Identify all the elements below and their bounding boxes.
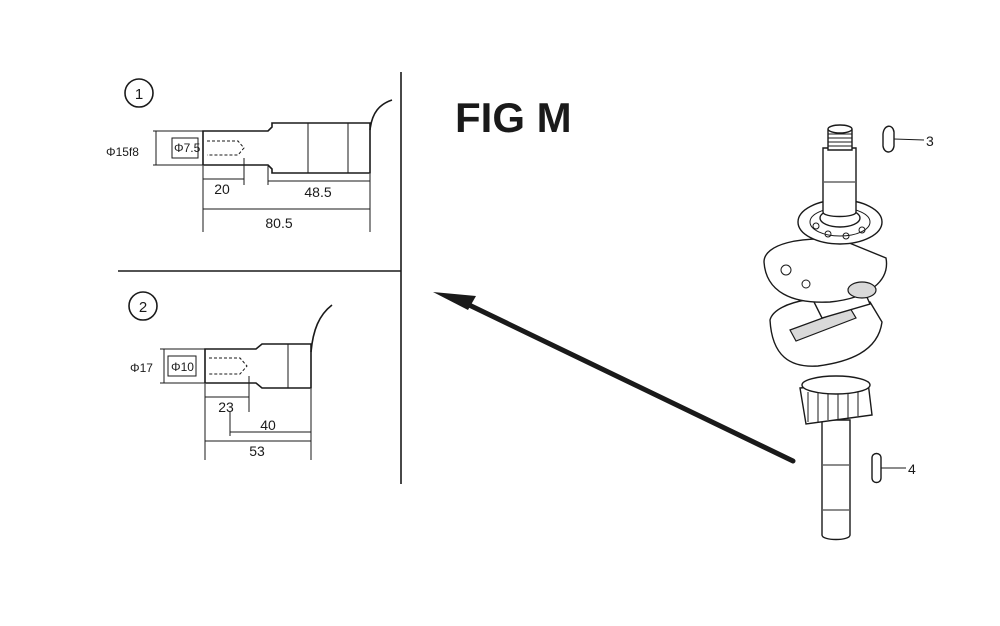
detail-2: 2 Φ17 Φ10 23 40 53 [128, 291, 333, 460]
detail-2-number-circle [128, 291, 158, 321]
figure-title: FIG M [455, 94, 572, 141]
crankshaft-illustration [763, 124, 888, 541]
detail-1-outer-diameter: Φ15f8 [106, 145, 139, 159]
pointer-arrow [433, 292, 796, 464]
callout-4: 4 [908, 461, 916, 477]
part-3-key: 3 [882, 125, 934, 153]
detail-1-shaft [202, 99, 393, 174]
detail-1: 1 Φ15f8 Φ7.5 20 48.5 80.5 [106, 78, 393, 232]
detail-2-dim-total: 53 [249, 443, 265, 459]
detail-2-shaft [204, 304, 333, 389]
detail-2-dim-a: 23 [218, 399, 234, 415]
detail-2-outer-diameter: Φ17 [130, 361, 153, 375]
detail-1-number-circle [124, 78, 154, 108]
detail-1-number: 1 [135, 86, 143, 103]
detail-2-inner-diameter: Φ10 [171, 360, 194, 374]
detail-1-dim-total: 80.5 [265, 215, 292, 231]
detail-1-dim-b: 48.5 [304, 184, 331, 200]
detail-1-inner-diameter: Φ7.5 [174, 141, 201, 155]
detail-2-number: 2 [139, 299, 147, 316]
part-4-key: 4 [871, 452, 916, 484]
detail-2-dim-b: 40 [260, 417, 276, 433]
callout-3: 3 [926, 133, 934, 149]
detail-1-dim-a: 20 [214, 181, 230, 197]
